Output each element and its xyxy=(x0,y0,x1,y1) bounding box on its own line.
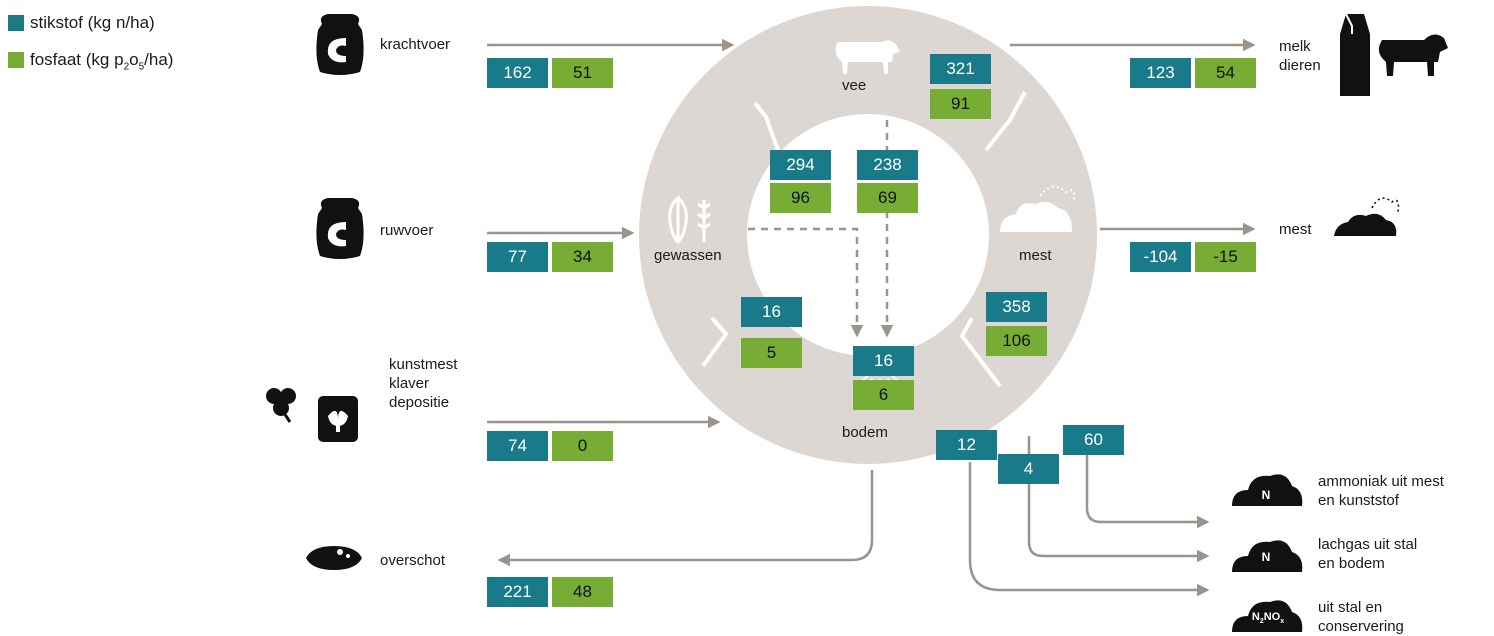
legend-nitrogen-label: stikstof (kg n/ha) xyxy=(30,13,155,32)
input-label-kunstmest: kunstmest klaver depositie xyxy=(389,356,458,411)
vee-phosphate-value: 91 xyxy=(930,89,991,119)
bodem-nitrogen-value: 16 xyxy=(853,346,914,376)
line-conservering xyxy=(968,462,1210,597)
legend-nitrogen-swatch xyxy=(8,15,24,31)
cloud-icon-ammoniak xyxy=(1232,474,1303,506)
clover-icon xyxy=(266,388,296,423)
line-ammoniak xyxy=(1085,450,1210,529)
ruwvoer-nitrogen-value: 77 xyxy=(487,242,548,272)
manure-icon xyxy=(1334,197,1400,236)
overschot-nitrogen-value: 221 xyxy=(487,577,548,607)
cycle-label-mest: mest xyxy=(1019,247,1052,264)
cloud-text-lachgas: N xyxy=(1261,550,1271,564)
emission-conservering-value: 12 xyxy=(936,430,997,460)
feed-bag-icon-ruwvoer xyxy=(316,198,364,259)
emission-label-lachgas: lachgas uit stal en bodem xyxy=(1318,536,1418,572)
legend-phosphate-swatch xyxy=(8,52,24,68)
output-label-melk: melk dieren xyxy=(1279,38,1321,74)
feed-bag-icon-krachtvoer xyxy=(316,14,364,75)
cycle-label-bodem: bodem xyxy=(842,424,888,441)
krachtvoer-nitrogen-value: 162 xyxy=(487,58,548,88)
cow-icon xyxy=(1378,34,1448,76)
vee-nitrogen-value: 321 xyxy=(930,54,991,84)
gewassen-vee-nitrogen-value: 294 xyxy=(770,150,831,180)
fertilizer-bag-icon xyxy=(318,396,358,442)
emission-lachgas-value: 4 xyxy=(998,454,1059,484)
emission-label-conservering: uit stal en conservering xyxy=(1318,599,1404,635)
cloud-text-ammoniak: N xyxy=(1261,488,1271,502)
cloud-icon-conservering xyxy=(1232,600,1303,632)
mest-nitrogen-value: -104 xyxy=(1130,242,1191,272)
cloud-text-conservering: N2NOx xyxy=(1251,611,1285,626)
dashed-gewassen-bodem xyxy=(748,227,864,338)
input-label-ruwvoer: ruwvoer xyxy=(380,222,434,239)
line-lachgas xyxy=(1027,436,1210,563)
crop-white-icon xyxy=(668,194,711,245)
cycle-label-vee: vee xyxy=(842,77,867,94)
overschot-phosphate-value: 48 xyxy=(552,577,613,607)
vee-bodem-nitrogen-value: 238 xyxy=(857,150,918,180)
milk-carton-icon xyxy=(1340,13,1370,96)
vee-bodem-phosphate-value: 69 xyxy=(857,183,918,213)
melk-nitrogen-value: 123 xyxy=(1130,58,1191,88)
arrow-overschot xyxy=(497,470,874,567)
input-label-krachtvoer: krachtvoer xyxy=(380,36,451,53)
kunstmest-phosphate-value: 0 xyxy=(552,431,613,461)
cow-white-icon xyxy=(835,40,900,74)
kunstmest-nitrogen-value: 74 xyxy=(487,431,548,461)
mest-phosphate-value: -15 xyxy=(1195,242,1256,272)
manure-white-icon xyxy=(1000,185,1076,232)
gewassen-vee-phosphate-value: 96 xyxy=(770,183,831,213)
ring-separators xyxy=(701,91,1027,388)
gewassen-bodem-nitrogen-value: 16 xyxy=(741,297,802,327)
output-label-mest: mest xyxy=(1279,221,1312,238)
cycle-label-gewassen: gewassen xyxy=(654,247,722,264)
krachtvoer-phosphate-value: 51 xyxy=(552,58,613,88)
ruwvoer-phosphate-value: 34 xyxy=(552,242,613,272)
gewassen-bodem-phosphate-value: 5 xyxy=(741,338,802,368)
mest-bodem-nitrogen-value: 358 xyxy=(986,292,1047,322)
cloud-icon-lachgas xyxy=(1232,540,1303,572)
soil-icon xyxy=(306,546,362,570)
bodem-phosphate-value: 6 xyxy=(853,380,914,410)
legend-phosphate-label: fosfaat (kg p2o5/ha) xyxy=(30,50,174,73)
mest-bodem-phosphate-value: 106 xyxy=(986,326,1047,356)
emission-ammoniak-value: 60 xyxy=(1063,425,1124,455)
output-label-overschot: overschot xyxy=(380,552,446,569)
emission-label-ammoniak: ammoniak uit mest en kunststof xyxy=(1318,473,1444,509)
melk-phosphate-value: 54 xyxy=(1195,58,1256,88)
